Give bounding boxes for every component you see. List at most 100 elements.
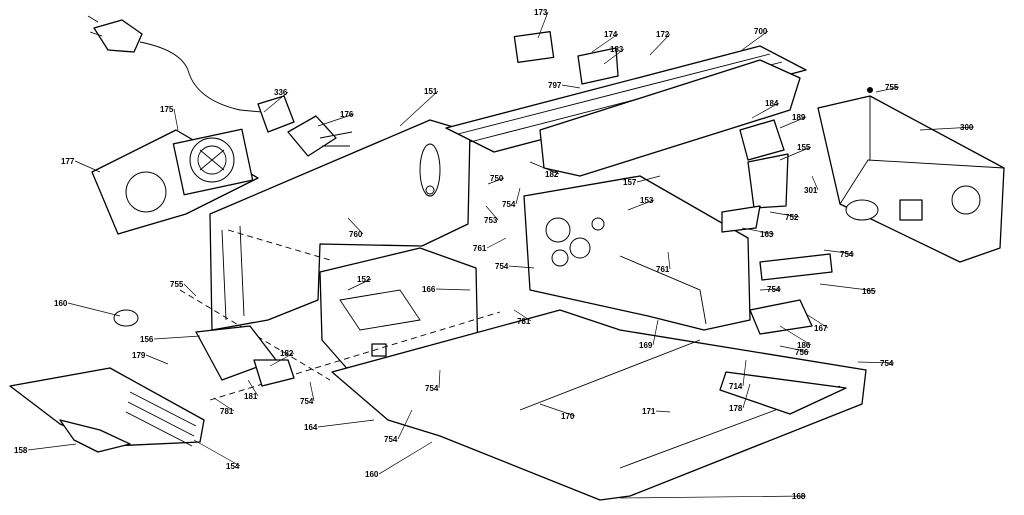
callout-c164: 164 — [304, 423, 318, 432]
callout-c172: 172 — [656, 30, 670, 39]
leader-c797 — [561, 84, 581, 89]
fan-assembly — [91, 128, 259, 235]
leader-c170 — [539, 403, 576, 417]
leader-c183 — [603, 48, 625, 65]
callout-c755a: 755 — [885, 83, 899, 92]
callout-c178: 178 — [729, 404, 743, 413]
leader-c164 — [317, 419, 375, 428]
callout-c155: 155 — [797, 143, 811, 152]
leader-c754f — [438, 369, 441, 389]
power-cord — [87, 15, 353, 157]
callout-c756: 756 — [795, 348, 809, 357]
callout-c754f: 754 — [425, 384, 439, 393]
leader-c781b — [213, 397, 235, 412]
leader-c155 — [779, 146, 812, 161]
leader-c182b — [269, 352, 295, 367]
leader-c761a — [486, 237, 507, 249]
callout-leader-lines — [27, 11, 975, 499]
callout-c797: 797 — [548, 81, 562, 90]
leader-c700 — [741, 30, 769, 51]
leader-c300 — [919, 126, 975, 131]
callout-c761a: 761 — [473, 244, 487, 253]
leader-c154 — [193, 439, 241, 467]
callout-c781b: 781 — [220, 407, 234, 416]
leader-c156 — [153, 335, 201, 340]
callout-c186: 186 — [797, 341, 811, 350]
leader-c153 — [627, 199, 655, 211]
leader-c158 — [27, 443, 77, 451]
leader-c756 — [779, 345, 810, 353]
leader-c160a — [67, 302, 121, 317]
leader-c165 — [819, 283, 877, 292]
leader-c168 — [619, 495, 807, 499]
right-small-parts — [721, 87, 873, 335]
leader-c754h — [397, 409, 413, 440]
callout-c177: 177 — [61, 157, 75, 166]
main-frame-151 — [209, 119, 471, 331]
callout-c754c: 754 — [840, 250, 854, 259]
leader-c714 — [742, 359, 747, 387]
cover-300 — [817, 95, 1005, 263]
callout-c171: 171 — [642, 407, 656, 416]
leader-c176 — [317, 113, 355, 127]
center-frame-153 — [523, 175, 751, 331]
callout-c752: 752 — [785, 213, 799, 222]
leader-c171 — [655, 410, 671, 413]
leader-c754c — [823, 249, 855, 255]
leader-c760 — [347, 217, 364, 235]
callout-c157: 157 — [623, 178, 637, 187]
callout-c754a: 754 — [502, 200, 516, 209]
base-plate-171 — [179, 229, 867, 501]
callout-c754b: 754 — [495, 262, 509, 271]
leader-c761b — [667, 251, 671, 270]
callout-c163: 163 — [760, 230, 774, 239]
callout-c753: 753 — [484, 216, 498, 225]
callout-c760: 760 — [349, 230, 363, 239]
leader-c781a — [513, 309, 532, 322]
callout-c182a: 182 — [545, 170, 559, 179]
callout-c175: 175 — [160, 105, 174, 114]
leader-c184 — [751, 102, 780, 119]
callout-c160b: 160 — [365, 470, 379, 479]
leader-c336 — [263, 91, 289, 113]
callout-c754d: 754 — [767, 285, 781, 294]
leader-c151 — [399, 90, 439, 127]
callout-c761b: 761 — [656, 265, 670, 274]
leader-c157 — [636, 175, 661, 183]
leader-c178 — [742, 383, 751, 409]
leader-c186 — [779, 325, 812, 346]
callout-c300: 300 — [960, 123, 974, 132]
callout-c152: 152 — [357, 275, 371, 284]
callout-c173: 173 — [534, 8, 548, 17]
leader-c754g — [309, 381, 315, 402]
callout-c336: 336 — [274, 88, 288, 97]
leader-c755a — [875, 86, 900, 93]
callout-c781a: 781 — [517, 317, 531, 326]
callout-c181: 181 — [244, 392, 258, 401]
leader-c754e — [857, 361, 895, 364]
leader-c181 — [247, 379, 259, 397]
leader-c177 — [74, 160, 101, 173]
callout-c151: 151 — [424, 87, 438, 96]
callout-c174: 174 — [604, 30, 618, 39]
leader-c163 — [741, 227, 775, 235]
callout-c179: 179 — [132, 351, 146, 360]
callout-c166: 166 — [422, 285, 436, 294]
callout-c169: 169 — [639, 341, 653, 350]
leader-c754b — [508, 265, 535, 269]
callout-c700: 700 — [754, 27, 768, 36]
callout-c750: 750 — [490, 174, 504, 183]
leader-c167 — [805, 313, 829, 329]
callout-c301: 301 — [804, 186, 818, 195]
callout-c184: 184 — [765, 99, 779, 108]
callout-c154: 154 — [226, 462, 240, 471]
leader-c750 — [487, 177, 505, 185]
leader-c754a — [515, 187, 521, 205]
callout-c714: 714 — [729, 382, 743, 391]
callout-c182b: 182 — [280, 349, 294, 358]
leader-c174 — [591, 33, 619, 53]
leader-c189 — [779, 116, 807, 129]
leader-c752 — [769, 211, 800, 218]
callout-c183: 183 — [610, 45, 624, 54]
callout-c754g: 754 — [300, 397, 314, 406]
